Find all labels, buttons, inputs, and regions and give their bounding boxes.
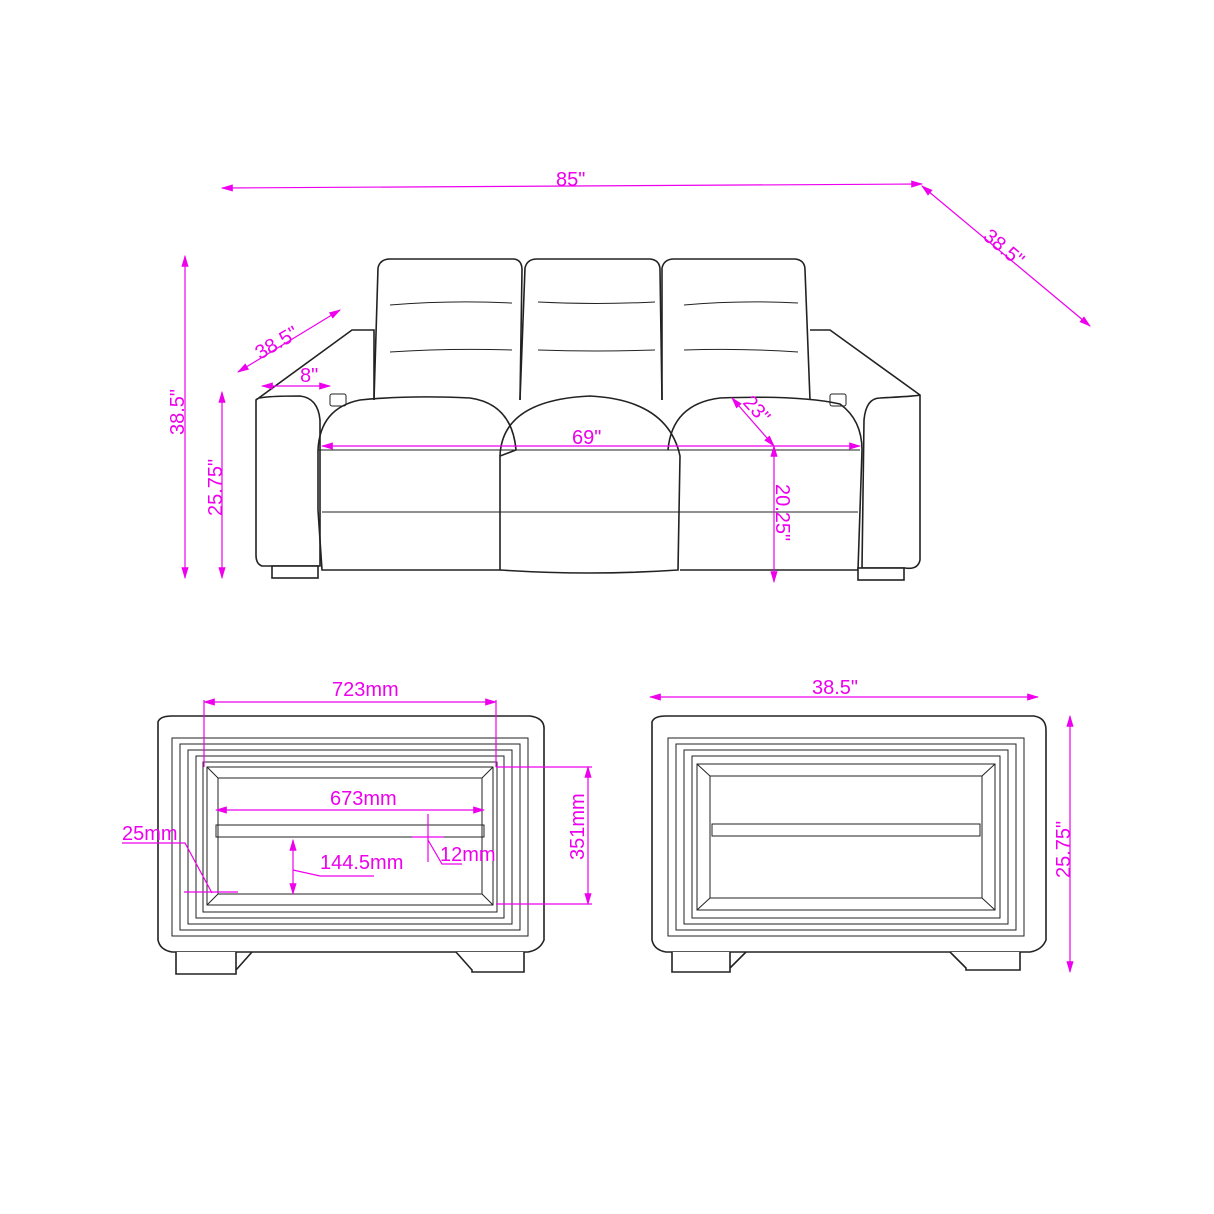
dim-inner-width: 673mm [330, 788, 397, 810]
sofa-front-view [255, 258, 921, 581]
dim-lower-opening: 144.5mm [320, 852, 403, 874]
side-left-dimensions: 723mm 673mm 25mm 144.5mm 12mm 351mm [122, 679, 592, 906]
dim-side-depth: 38.5" [812, 677, 858, 699]
sofa-side-view-right [651, 715, 1047, 973]
dim-outer-width: 723mm [332, 679, 399, 701]
dim-frame-height: 351mm [567, 793, 589, 860]
dim-arm-width: 8" [300, 365, 318, 387]
dim-overall-depth: 38.5" [979, 225, 1028, 271]
side-right-dimensions: 38.5" 25.75" [648, 677, 1075, 974]
sofa-side-view-left [157, 715, 545, 975]
dim-overall-height: 38.5" [167, 389, 189, 435]
dim-side-height: 25.75" [1053, 821, 1075, 878]
dim-overall-width: 85" [556, 169, 585, 191]
front-dimensions: 85" 38.5" 38.5" 8" 38.5" 25.75" 69" 23" … [167, 169, 1091, 584]
dim-seat-height: 20.25" [771, 484, 793, 541]
dim-arm-depth: 38.5" [252, 322, 303, 364]
dim-arm-height: 25.75" [205, 459, 227, 516]
dim-shelf-thickness: 12mm [440, 844, 496, 866]
dim-seat-width: 69" [572, 427, 601, 449]
dim-frame-thickness: 25mm [122, 823, 178, 845]
